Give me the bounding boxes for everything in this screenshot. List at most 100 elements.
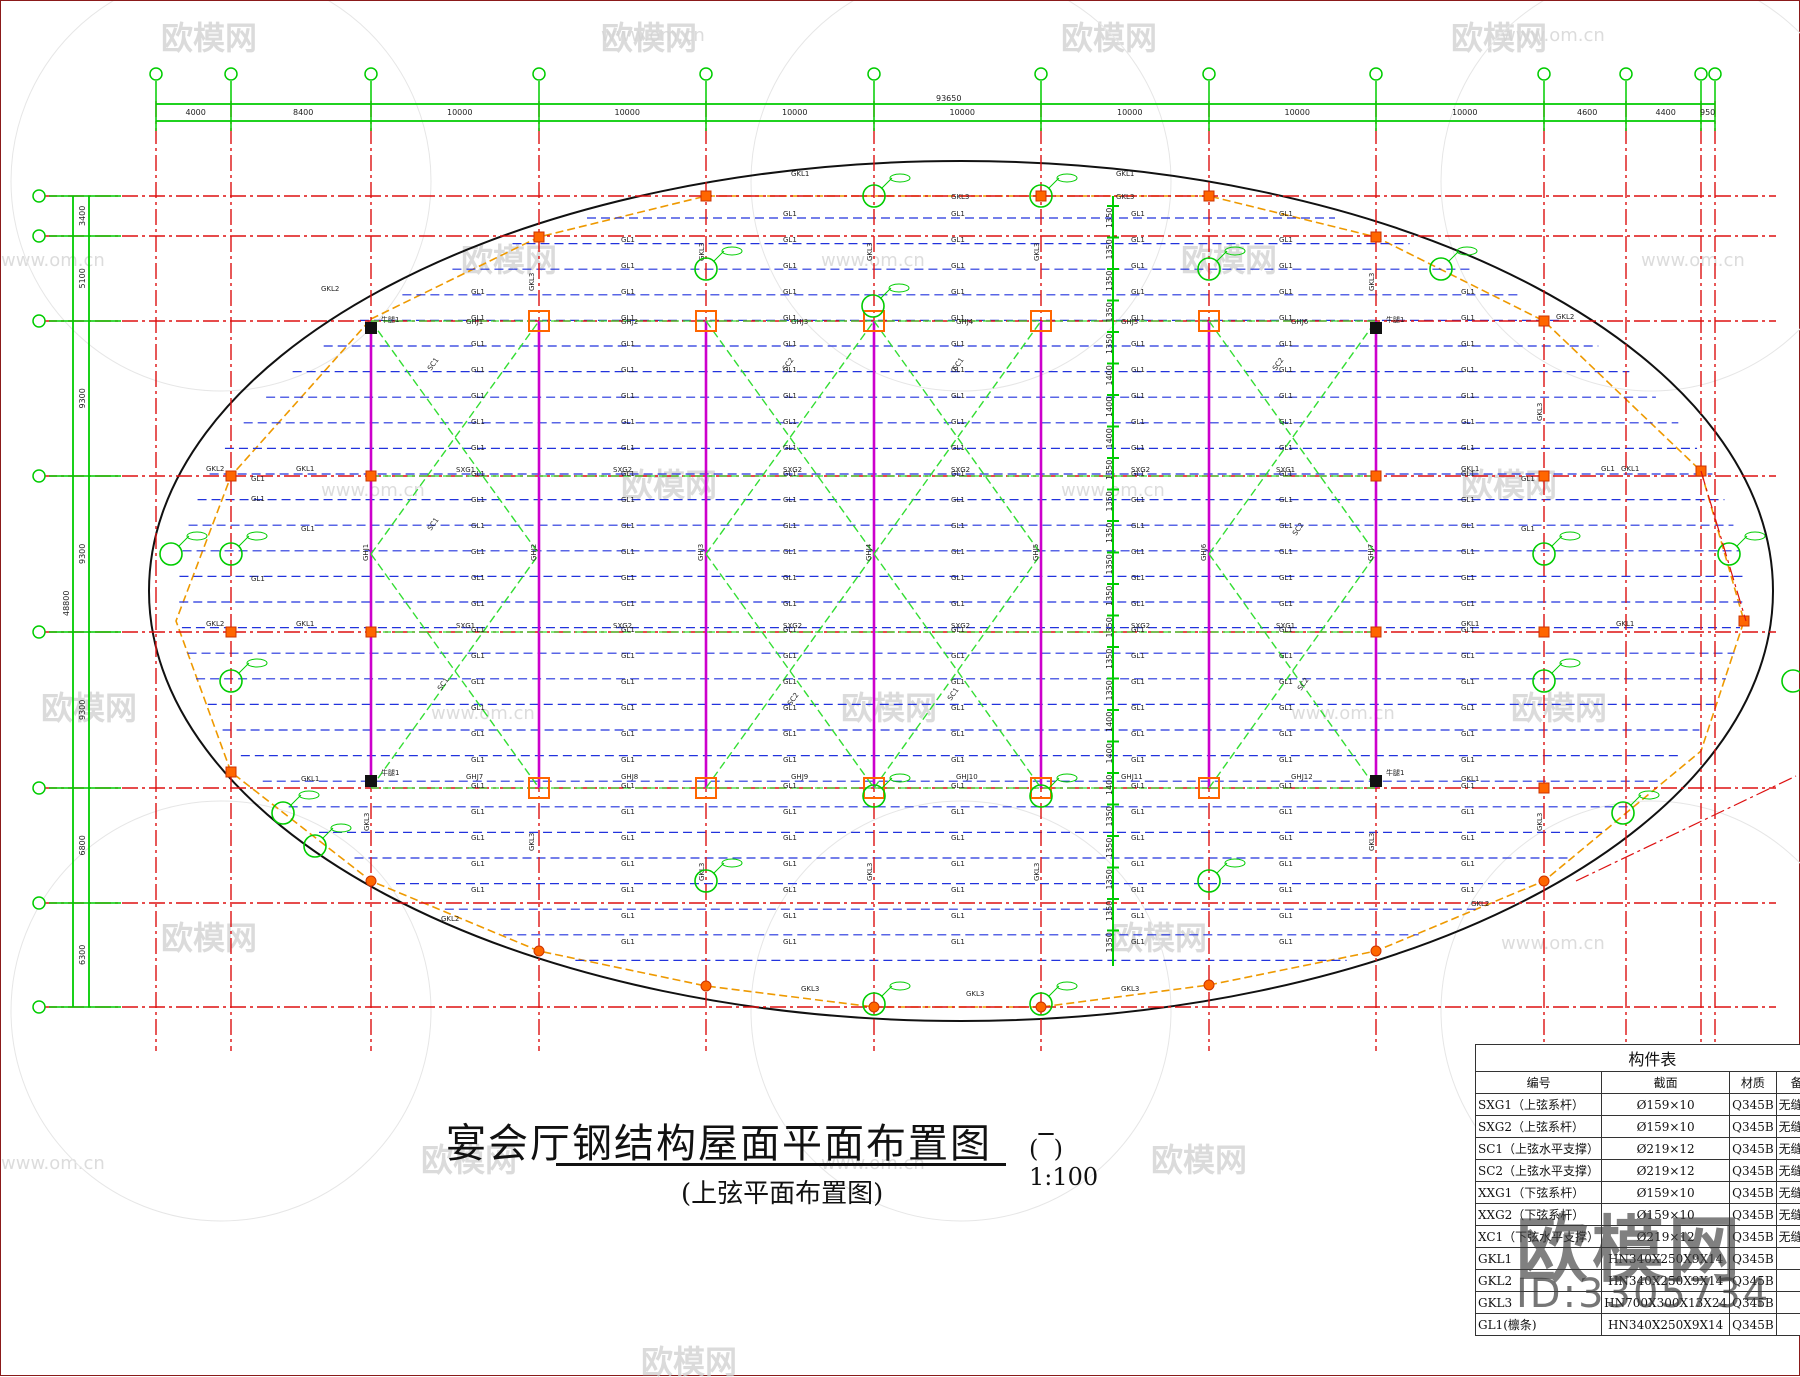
purlin-label: GL1 [783, 288, 797, 296]
grid-bubble [33, 315, 45, 327]
edge-node [1036, 1002, 1046, 1012]
purlin-label: GL1 [471, 548, 485, 556]
purlin-label: GL1 [951, 210, 965, 218]
purlin-label: GL1 [783, 600, 797, 608]
purlin-label: GL1 [1131, 808, 1145, 816]
tie-label: SXG2 [1131, 622, 1150, 630]
purlin-label: GL1 [621, 808, 635, 816]
url-watermark: www.om.cn [1501, 25, 1605, 46]
left-dimension-label: 9300 [78, 544, 87, 564]
grid-bubble [150, 68, 162, 80]
purlin-label: GL1 [621, 366, 635, 374]
tie-label: SXG1 [1276, 622, 1295, 630]
table-row: SXG1（上弦系杆）Ø159×10Q345B无缝钢管 [1476, 1094, 1800, 1116]
truss-label: GHJ6 [1200, 543, 1208, 561]
purlin-label: GL1 [951, 236, 965, 244]
purlin-label: GL1 [1279, 210, 1293, 218]
edge-beam-label: GKL3 [1121, 985, 1139, 993]
tie-label: SXG1 [1276, 466, 1295, 474]
purlin-label: GL1 [1461, 444, 1475, 452]
purlin-label: GL1 [1131, 288, 1145, 296]
url-watermark: www.om.cn [321, 480, 425, 501]
purlin-label: GL1 [471, 808, 485, 816]
purlin-label: GL1 [1279, 600, 1293, 608]
table-cell: 无缝钢管 [1776, 1160, 1800, 1182]
purlin-label: GL1 [951, 548, 965, 556]
purlin-label: GL1 [1461, 808, 1475, 816]
purlin-label: GL1 [471, 704, 485, 712]
left-dimension-label: 5100 [78, 268, 87, 288]
purlin-label: GL1 [1461, 886, 1475, 894]
middle-dimension-label: 1350 [1105, 334, 1114, 354]
purlin-label: GL1 [471, 782, 485, 790]
middle-dimension-label: 1350 [1105, 302, 1114, 322]
brand-watermark: 欧模网 [1181, 241, 1277, 279]
purlin-label: GL1 [621, 548, 635, 556]
truss-label: GHJ7 [1367, 544, 1375, 561]
middle-dimension-label: 1400 [1105, 775, 1114, 795]
purlin-label: GL1 [951, 652, 965, 660]
truss-label: GHJ5 [1032, 544, 1040, 561]
column-tag [890, 982, 910, 990]
column-tag [1639, 791, 1659, 799]
purlin-label: GL1 [1131, 210, 1145, 218]
purlin-label: GL1 [621, 756, 635, 764]
purlin-label: GL1 [1131, 782, 1145, 790]
purlin-label: GL1 [471, 730, 485, 738]
brace-label: SC1 [946, 686, 960, 702]
tie-label: SXG2 [1131, 466, 1150, 474]
grid-bubble [700, 68, 712, 80]
purlin-label: GL1 [1461, 730, 1475, 738]
column-tag [187, 532, 207, 540]
purlin-label: GL1 [951, 730, 965, 738]
grid-bubble [225, 68, 237, 80]
grid-bubble [1370, 68, 1382, 80]
edge-beam-label: GKL3 [1536, 813, 1544, 831]
purlin-label: GL1 [471, 834, 485, 842]
purlin-label: GL1 [783, 834, 797, 842]
height-dimension-label: 48800 [62, 591, 71, 616]
table-header: 截面 [1602, 1072, 1730, 1094]
purlin-label: GL1 [783, 236, 797, 244]
edge-node [701, 191, 711, 201]
grid-bubble [1695, 68, 1707, 80]
edge-beam-label: GKL2 [1471, 900, 1489, 908]
edge-beam-label: GKL2 [206, 465, 224, 473]
middle-dimension-label: 1400 [1105, 397, 1114, 417]
edge-node [534, 946, 544, 956]
purlin-label: GL1 [1279, 288, 1293, 296]
table-cell: Ø159×10 [1602, 1094, 1730, 1116]
purlin-label: GL1 [1279, 782, 1293, 790]
brace-label: SC1 [426, 356, 440, 372]
middle-dimension-label: 1350 [1105, 586, 1114, 606]
middle-dimension-label: 1350 [1105, 460, 1114, 480]
truss-label: GHJ3 [791, 318, 808, 326]
edge-node [1204, 191, 1214, 201]
edge-beam-label: GKL1 [1116, 170, 1134, 178]
url-watermark: www.om.cn [1501, 933, 1605, 954]
purlin-label: GL1 [783, 522, 797, 530]
purlin-label: GL1 [783, 496, 797, 504]
purlin-label: GL1 [471, 366, 485, 374]
edge-beam-label: GKL1 [1616, 620, 1634, 628]
purlin-label: GL1 [621, 444, 635, 452]
table-cell: 无缝钢管 [1776, 1226, 1800, 1248]
purlin-label: GL1 [1461, 418, 1475, 426]
column-label: 牛腿1 [381, 315, 399, 324]
table-cell [1776, 1270, 1800, 1292]
purlin-label: GL1 [1131, 236, 1145, 244]
purlin-label: GL1 [1279, 574, 1293, 582]
truss-label: GHJ2 [530, 544, 538, 561]
truss-label: GHJ7 [466, 773, 483, 781]
edge-beam-label: GKL1 [1621, 465, 1639, 473]
truss-label: GHJ5 [1121, 318, 1138, 326]
purlin-label: GL1 [1461, 704, 1475, 712]
purlin-label: GL1 [1461, 574, 1475, 582]
table-cell: 无缝钢管 [1776, 1094, 1800, 1116]
top-dimension-label: 10000 [447, 108, 472, 117]
purlin-label: GL1 [1461, 834, 1475, 842]
edge-node [1371, 232, 1381, 242]
purlin-label: GL1 [1279, 522, 1293, 530]
edge-beam-label: GKL3 [528, 273, 536, 291]
